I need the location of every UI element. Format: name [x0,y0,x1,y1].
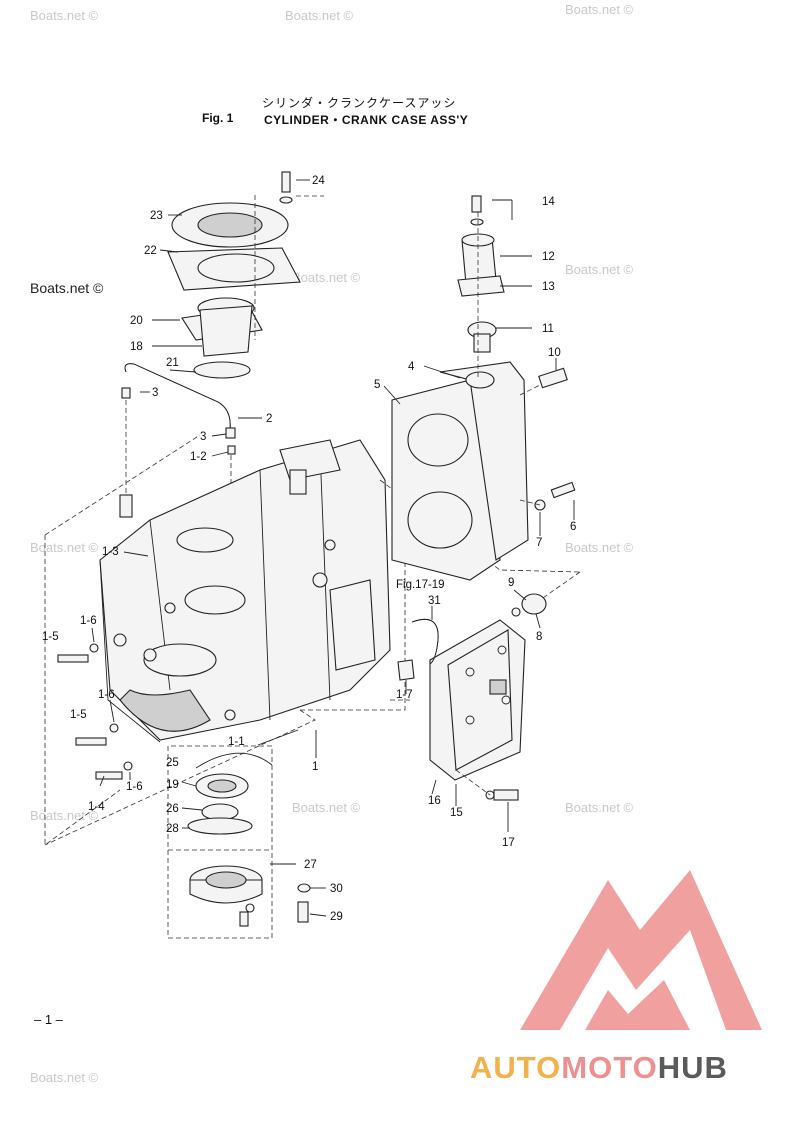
callout-11: 11 [542,323,554,335]
callout-15: 15 [450,807,463,819]
callout-22: 22 [144,245,157,257]
watermark: Boats.net © [30,1070,99,1085]
callout-5: 5 [374,379,380,391]
callout-3: 3 [152,387,158,399]
callout-10: 10 [548,347,561,359]
watermark: Boats.net © [292,270,361,285]
page-number: – 1 – [34,1012,63,1027]
figure-reference: Fig.17-19 [396,579,445,591]
top-cover-assembly [167,171,301,379]
callout-17: 17 [502,837,515,849]
crank-case [99,439,391,743]
watermark: Boats.net © [30,808,99,823]
callout-25: 25 [166,757,179,769]
callout-12: 12 [542,251,555,263]
callout-26: 26 [166,803,179,815]
callout-4: 4 [408,361,415,373]
automotohub-logo-mark [520,870,762,1030]
callout-1-2: 1-2 [190,451,207,463]
water-pipe [119,363,236,518]
watermark: Boats.net © [565,262,634,277]
callout-6: 6 [570,521,576,533]
bearing-housing [167,850,311,939]
callout-14: 14 [542,196,555,208]
callout-1-6c: 1-6 [126,781,143,793]
callout-30: 30 [330,883,343,895]
watermark: Boats.net © [292,800,361,815]
callout-1-3: 1-3 [102,546,119,558]
logo-auto: AUTO [470,1050,562,1085]
title-japanese: シリンダ・クランクケースアッシ [262,96,457,110]
logo-hub: HUB [657,1050,728,1085]
callout-1-4: 1-4 [88,801,105,813]
callout-23: 23 [150,210,163,222]
callout-18: 18 [130,341,143,353]
callout-21: 21 [166,357,179,369]
automotohub-logo-text: AUTOMOTOHUB [470,1050,728,1086]
callout-29: 29 [330,911,343,923]
callout-3b: 3 [200,431,206,443]
exhaust-cover [429,593,547,801]
watermark: Boats.net © [30,280,104,296]
callout-labels: 24 23 22 20 18 21 3 2 3 1-2 14 12 13 11 … [42,175,576,923]
callout-1-5b: 1-5 [70,709,87,721]
watermark: Boats.net © [30,540,99,555]
watermark: Boats.net © [30,8,99,23]
callout-7: 7 [536,537,542,549]
logo-moto: MOTO [561,1050,658,1085]
callout-20: 20 [130,315,143,327]
callout-1: 1 [312,761,318,773]
callout-27: 27 [304,859,317,871]
callout-16: 16 [428,795,441,807]
callout-8: 8 [536,631,542,643]
callout-2: 2 [266,413,272,425]
lower-seal-assembly [167,745,273,851]
thermostat-assembly [457,195,568,396]
watermark: Boats.net © [285,8,354,23]
title-english: CYLINDER・CRANK CASE ASS'Y [264,113,469,127]
callout-1-7: 1-7 [396,689,413,701]
callout-leaders [91,179,575,917]
watermark: Boats.net © [565,2,634,17]
left-bolts [57,643,133,780]
watermark: Boats.net © [565,540,634,555]
callout-9: 9 [508,577,514,589]
callout-1-1: 1-1 [228,736,245,748]
figure-label: Fig. 1 [202,111,234,125]
callout-24: 24 [312,175,325,187]
callout-1-5a: 1-5 [42,631,59,643]
callout-19: 19 [166,779,179,791]
watermark: Boats.net © [565,800,634,815]
callout-1-6a: 1-6 [80,615,97,627]
callout-13: 13 [542,281,555,293]
callout-1-6b: 1-6 [98,689,115,701]
callout-31: 31 [428,595,441,607]
cylinder-head [391,361,576,581]
callout-28: 28 [166,823,179,835]
